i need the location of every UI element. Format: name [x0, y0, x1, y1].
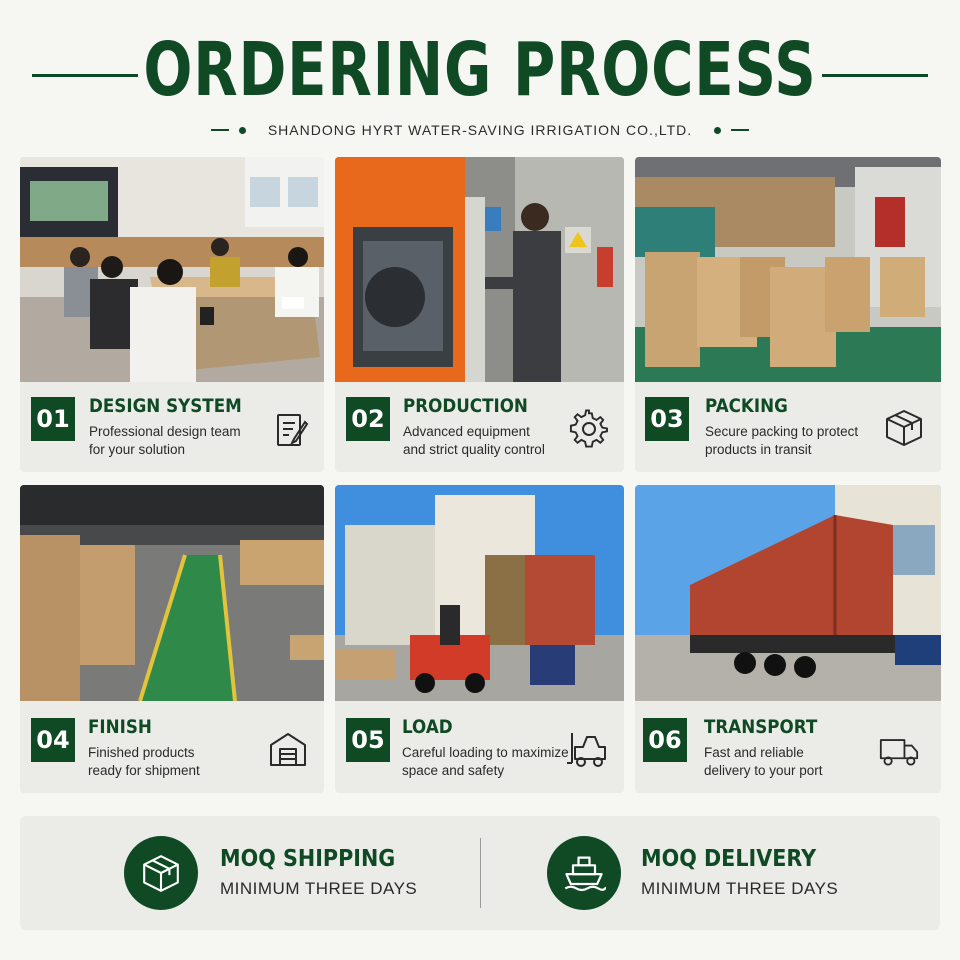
moq-shipping-subtitle: MINIMUM THREE DAYS — [220, 879, 418, 898]
step-description-line: Professional design team — [89, 424, 241, 439]
step-description-line: Careful loading to maximize — [402, 745, 569, 760]
box-icon — [884, 408, 924, 448]
step-number: 02 — [346, 397, 390, 441]
step-card-production: 02 PRODUCTION Advanced equipment and str… — [335, 157, 624, 472]
package-icon — [124, 836, 198, 910]
moq-delivery-subtitle: MINIMUM THREE DAYS — [641, 879, 839, 898]
title-rule-right — [822, 74, 928, 77]
subtitle-line-left — [210, 129, 229, 131]
warehouse-icon — [268, 729, 308, 769]
step-description: Professional design team for your soluti… — [89, 423, 241, 459]
step-description-line: for your solution — [89, 442, 186, 457]
gear-icon — [569, 409, 609, 449]
packing-cartons-photo — [635, 157, 941, 382]
step-title: LOAD — [402, 716, 453, 738]
title-rule-left — [32, 74, 138, 77]
moq-delivery-title: MOQ DELIVERY — [641, 846, 817, 872]
step-description: Fast and reliable delivery to your port — [704, 744, 823, 780]
header: ORDERING PROCESS SHANDONG HYRT WATER-SAV… — [0, 0, 960, 150]
step-description-line: Advanced equipment — [403, 424, 530, 439]
step-card-packing: 03 PACKING Secure packing to protect pro… — [635, 157, 941, 472]
step-description-line: space and safety — [402, 763, 505, 778]
ship-icon — [547, 836, 621, 910]
moq-shipping-title: MOQ SHIPPING — [220, 846, 396, 872]
forklift-loading-photo — [335, 485, 624, 701]
step-title: FINISH — [88, 716, 152, 738]
step-card-finish: 04 FINISH Finished products ready for sh… — [20, 485, 324, 793]
step-title: DESIGN SYSTEM — [89, 395, 242, 417]
step-description-line: and strict quality control — [403, 442, 545, 457]
step-description-line: delivery to your port — [704, 763, 823, 778]
step-description: Secure packing to protect products in tr… — [705, 423, 858, 459]
page-title: ORDERING PROCESS — [143, 27, 817, 113]
design-meeting-photo — [20, 157, 324, 382]
moq-panel: MOQ SHIPPING MINIMUM THREE DAYS MOQ DELI… — [20, 816, 940, 930]
step-description: Finished products ready for shipment — [88, 744, 200, 780]
step-description: Careful loading to maximize space and sa… — [402, 744, 569, 780]
step-description-line: ready for shipment — [88, 763, 200, 778]
truck-icon — [879, 731, 919, 771]
step-number: 03 — [645, 397, 689, 441]
moq-divider — [480, 838, 481, 908]
container-truck-photo — [635, 485, 941, 701]
step-title: TRANSPORT — [704, 716, 818, 738]
step-card-load: 05 LOAD Careful loading to maximize spac… — [335, 485, 624, 793]
subtitle-row: SHANDONG HYRT WATER-SAVING IRRIGATION CO… — [0, 120, 960, 140]
step-description-line: products in transit — [705, 442, 812, 457]
company-subtitle: SHANDONG HYRT WATER-SAVING IRRIGATION CO… — [267, 122, 693, 138]
step-description-line: Secure packing to protect — [705, 424, 859, 439]
subtitle-dot-left — [238, 126, 246, 134]
forklift-icon — [567, 729, 607, 769]
document-pen-icon — [272, 410, 312, 450]
step-title: PRODUCTION — [403, 395, 528, 417]
subtitle-line-right — [731, 129, 750, 131]
step-description-line: Finished products — [88, 745, 195, 760]
subtitle-dot-right — [714, 126, 722, 134]
step-description: Advanced equipment and strict quality co… — [403, 423, 545, 459]
step-description-line: Fast and reliable — [704, 745, 804, 760]
step-card-transport: 06 TRANSPORT Fast and reliable delivery … — [635, 485, 941, 793]
production-machine-photo — [335, 157, 624, 382]
step-card-design: 01 DESIGN SYSTEM Professional design tea… — [20, 157, 324, 472]
step-number: 06 — [643, 718, 687, 762]
step-title: PACKING — [705, 395, 788, 417]
step-number: 05 — [346, 718, 390, 762]
step-number: 04 — [31, 718, 75, 762]
warehouse-photo — [20, 485, 324, 701]
step-number: 01 — [31, 397, 75, 441]
